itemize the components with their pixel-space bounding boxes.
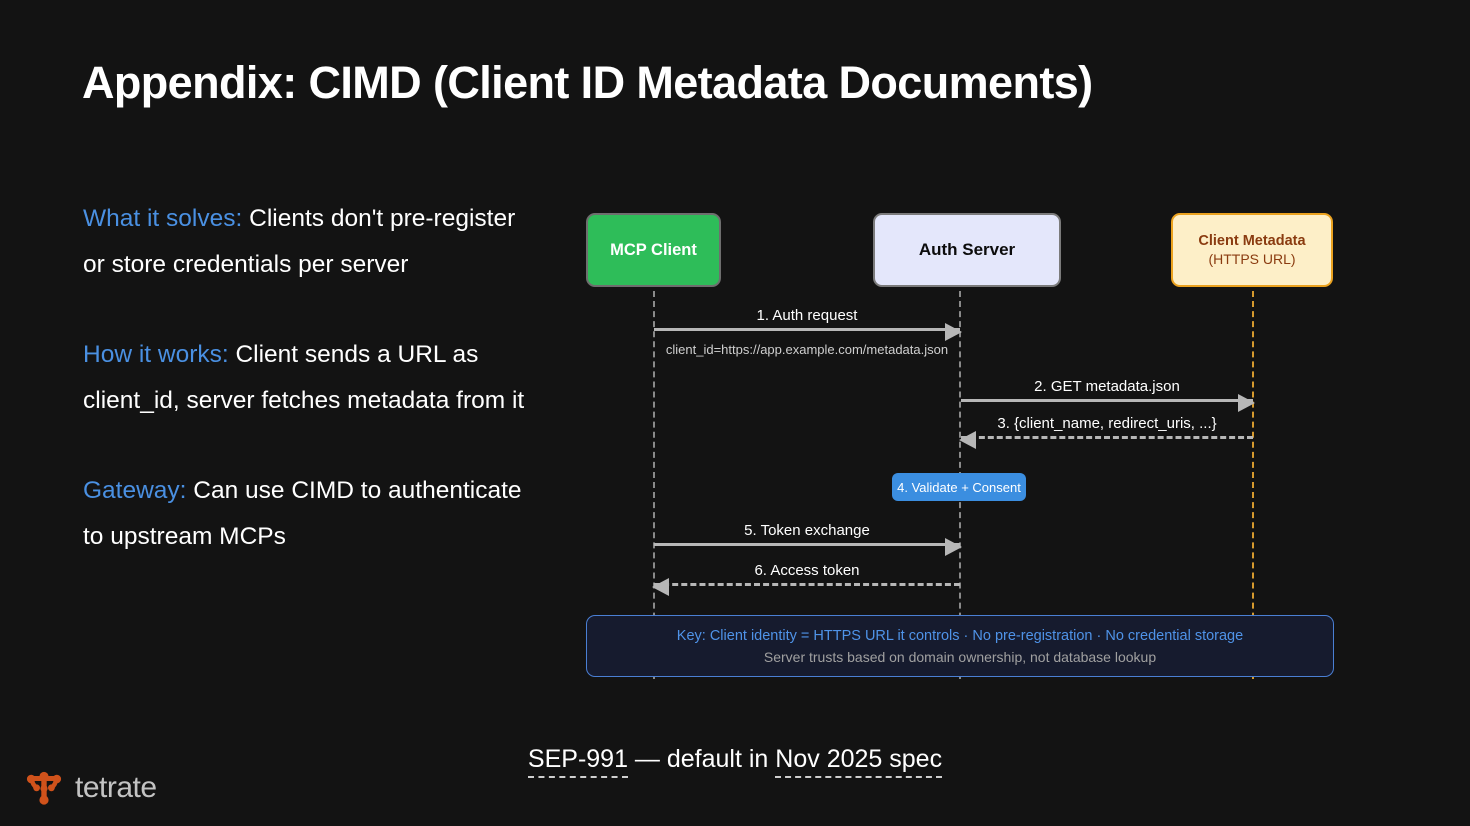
message-label: 6. Access token bbox=[754, 562, 860, 579]
lifeline-mcp-client bbox=[653, 291, 655, 679]
bullet-item: How it works: Client sends a URL as clie… bbox=[83, 332, 533, 424]
bullet-text: Clients don't pre-register or store cred… bbox=[83, 205, 516, 278]
footer-connector: — default in bbox=[627, 745, 776, 773]
participant-mcp-client: MCP Client bbox=[586, 213, 721, 287]
bullet-list: What it solves: Clients don't pre-regist… bbox=[83, 196, 533, 560]
participant-auth-server: Auth Server bbox=[873, 213, 1061, 287]
message-label: 2. GET metadata.json bbox=[1034, 378, 1180, 395]
tetrate-mark-icon bbox=[26, 771, 62, 805]
message-line bbox=[654, 538, 962, 556]
note-validate-consent: 4. Validate + Consent bbox=[892, 473, 1026, 501]
key-primary-text: Key: Client identity = HTTPS URL it cont… bbox=[676, 627, 1244, 644]
arrow-right-icon bbox=[945, 538, 962, 556]
footer-spec-date: Nov 2025 spec bbox=[775, 745, 943, 778]
message-label: 5. Token exchange bbox=[744, 522, 870, 539]
tetrate-wordmark: tetrate bbox=[75, 771, 157, 804]
bullet-text: Client sends a URL as client_id, server … bbox=[83, 341, 525, 414]
key-secondary-text: Server trusts based on domain ownership,… bbox=[763, 648, 1157, 665]
participant-title: MCP Client bbox=[610, 240, 697, 259]
bullet-item: Gateway: Can use CIMD to authenticate to… bbox=[83, 468, 533, 560]
arrow-left-icon bbox=[652, 578, 669, 596]
arrow-right-icon bbox=[1238, 394, 1255, 412]
participant-subtitle: (HTTPS URL) bbox=[1208, 251, 1296, 267]
bullet-lead: How it works: bbox=[83, 341, 229, 368]
footer-note: SEP-991 — default in Nov 2025 spec bbox=[0, 745, 1470, 778]
bullet-text: Can use CIMD to authenticate to upstream… bbox=[83, 477, 522, 550]
tetrate-logo: tetrate bbox=[22, 766, 157, 810]
arrow-right-icon bbox=[945, 323, 962, 341]
message-line bbox=[959, 431, 1253, 449]
footer-sep-id: SEP-991 bbox=[527, 745, 628, 778]
participant-title: Client Metadata bbox=[1198, 233, 1306, 249]
lifeline-client-metadata bbox=[1252, 291, 1254, 679]
participant-client-metadata: Client Metadata (HTTPS URL) bbox=[1171, 213, 1333, 287]
bullet-item: What it solves: Clients don't pre-regist… bbox=[83, 196, 533, 288]
key-callout: Key: Client identity = HTTPS URL it cont… bbox=[586, 615, 1334, 677]
message-line bbox=[652, 578, 960, 596]
message-sublabel: client_id=https://app.example.com/metada… bbox=[665, 342, 949, 357]
page-title: Appendix: CIMD (Client ID Metadata Docum… bbox=[82, 57, 1093, 108]
message-line bbox=[961, 394, 1255, 412]
arrow-left-icon bbox=[959, 431, 976, 449]
message-line bbox=[654, 323, 962, 341]
message-label: 3. {client_name, redirect_uris, ...} bbox=[997, 415, 1217, 432]
note-label: 4. Validate + Consent bbox=[897, 479, 1021, 495]
bullet-lead: Gateway: bbox=[83, 477, 187, 504]
participant-title: Auth Server bbox=[918, 240, 1016, 259]
message-label: 1. Auth request bbox=[756, 307, 858, 324]
bullet-lead: What it solves: bbox=[83, 205, 243, 232]
sequence-diagram: MCP Client Auth Server Client Metadata (… bbox=[586, 213, 1334, 679]
